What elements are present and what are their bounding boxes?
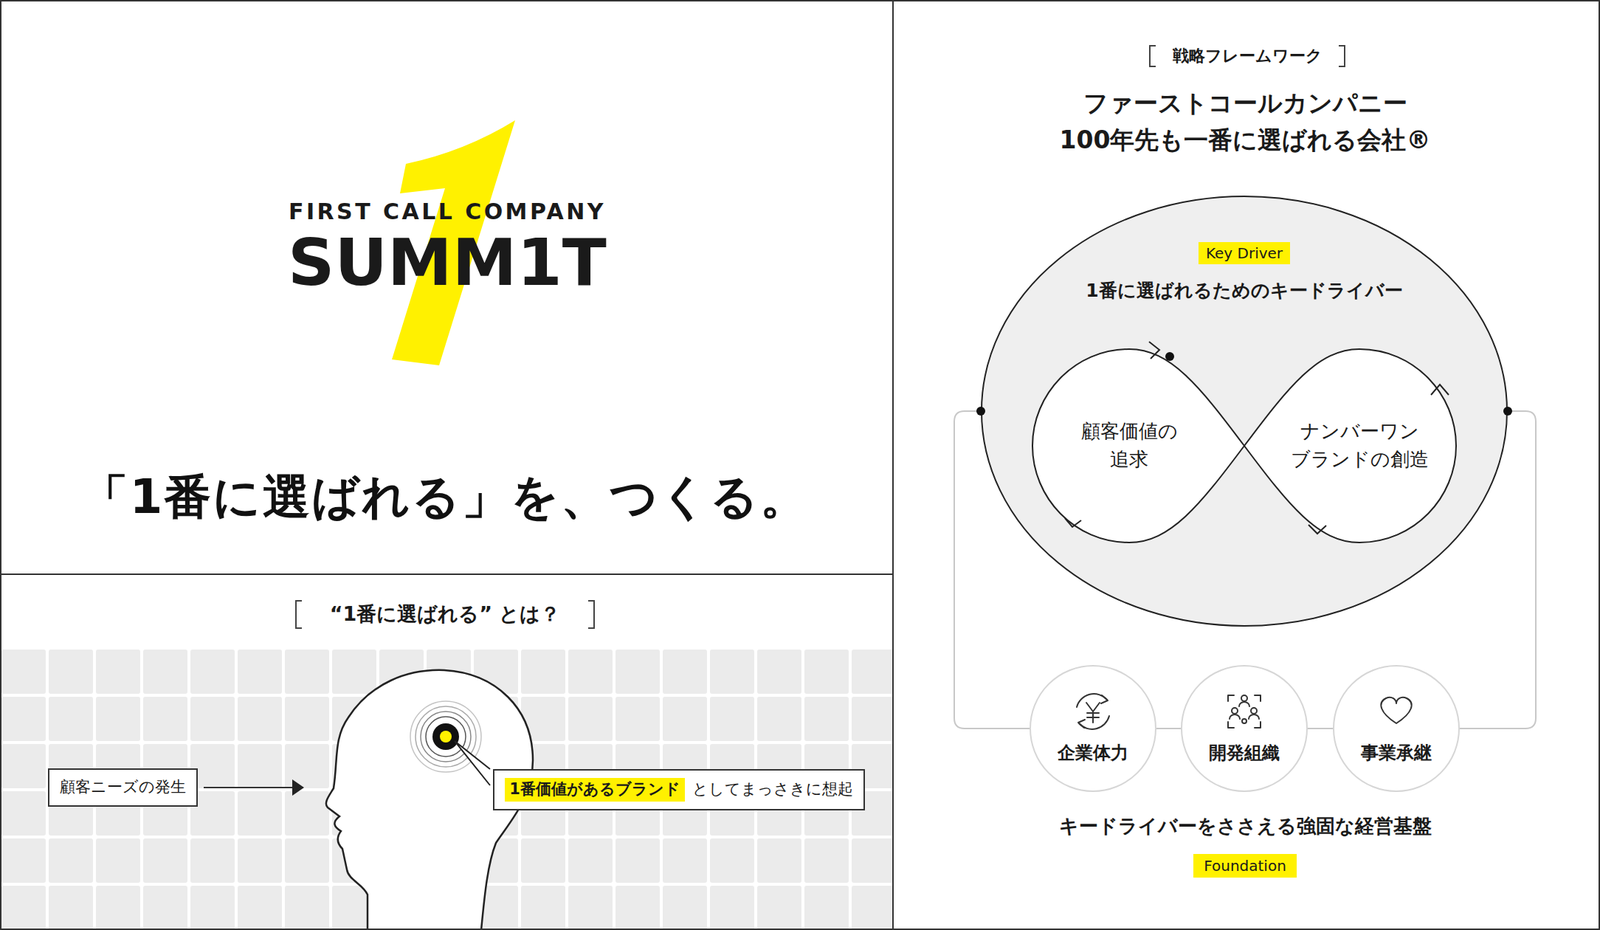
circle-text: 企業体力 — [1057, 742, 1129, 764]
junction-dot — [1503, 406, 1513, 416]
loop-text: 顧客価値の 追求 — [1075, 417, 1184, 474]
circle-text: 事業承継 — [1360, 742, 1432, 764]
grid-ground — [0, 647, 893, 930]
key-driver-heading: 1番に選ばれるためのキードライバー — [1085, 279, 1403, 302]
ellipse-shape — [981, 196, 1508, 626]
junction-dot — [976, 406, 986, 416]
panel-divider — [892, 0, 894, 930]
circle-ground — [1029, 664, 1460, 792]
yen-cycle-icon — [1076, 693, 1110, 730]
tagline: 「1番に選ばれる」を、つくる。 — [81, 464, 810, 530]
loop-text: ナンバーワン ブランドの創造 — [1286, 417, 1433, 474]
framework-title: 100年先も一番に選ばれる会社® — [1059, 125, 1431, 155]
key-driver-ellipse: Key Driver 1番に選ばれるためのキードライバー顧客価値の 追求 ナンバーワ… — [980, 195, 1508, 627]
circle-text: 開発組織 — [1208, 742, 1280, 764]
organization-icon — [1228, 695, 1261, 728]
foundation-tag: Foundation — [1193, 853, 1297, 878]
callout-wedge — [454, 740, 491, 786]
loop-node: ナンバーワン ブランドの創造 — [1281, 413, 1437, 478]
key-driver-tag: Key Driver — [1198, 242, 1291, 265]
flow-chevron — [1430, 384, 1449, 395]
heart-icon — [1380, 697, 1412, 724]
connector — [1156, 727, 1181, 730]
arrow-line — [203, 786, 293, 789]
logo-wordmark: SUMM1T — [287, 223, 607, 302]
flow-chevron — [1149, 341, 1160, 359]
framework-heading: 戦略フレームワーク — [1172, 46, 1323, 66]
box-text-tail: としてまっさきに想起 — [692, 779, 854, 800]
process-box: 顧客ニーズの発生 — [47, 768, 198, 806]
flow-chevron — [1308, 524, 1327, 534]
process-box: 1番価値があるブランドとしてまっさきに想起 — [492, 769, 865, 810]
logo-subtitle: FIRST CALL COMPANY — [288, 198, 606, 226]
foundation-circle: 開発組織 — [1180, 664, 1308, 792]
panel-divider — [0, 573, 893, 575]
junction-dot — [1165, 352, 1175, 361]
foundation-caption: キードライバーをささえる強固な経営基盤 — [1059, 814, 1432, 838]
connector — [1307, 727, 1333, 730]
foundation-circle: 企業体力 — [1029, 664, 1157, 792]
framework-title: ファーストコールカンパニー — [1083, 88, 1408, 119]
foundation-circle: 事業承継 — [1332, 664, 1460, 792]
box-text: 顧客ニーズの発生 — [59, 777, 186, 798]
flow-chevron — [1064, 518, 1082, 527]
section-heading: “1番に選ばれる” とは？ — [329, 602, 561, 626]
arrow-head — [292, 779, 305, 796]
infinity-loop — [1032, 349, 1457, 543]
box-text: 1番価値があるブランド — [504, 777, 685, 801]
loop-node: 顧客価値の 追求 — [1070, 413, 1188, 478]
